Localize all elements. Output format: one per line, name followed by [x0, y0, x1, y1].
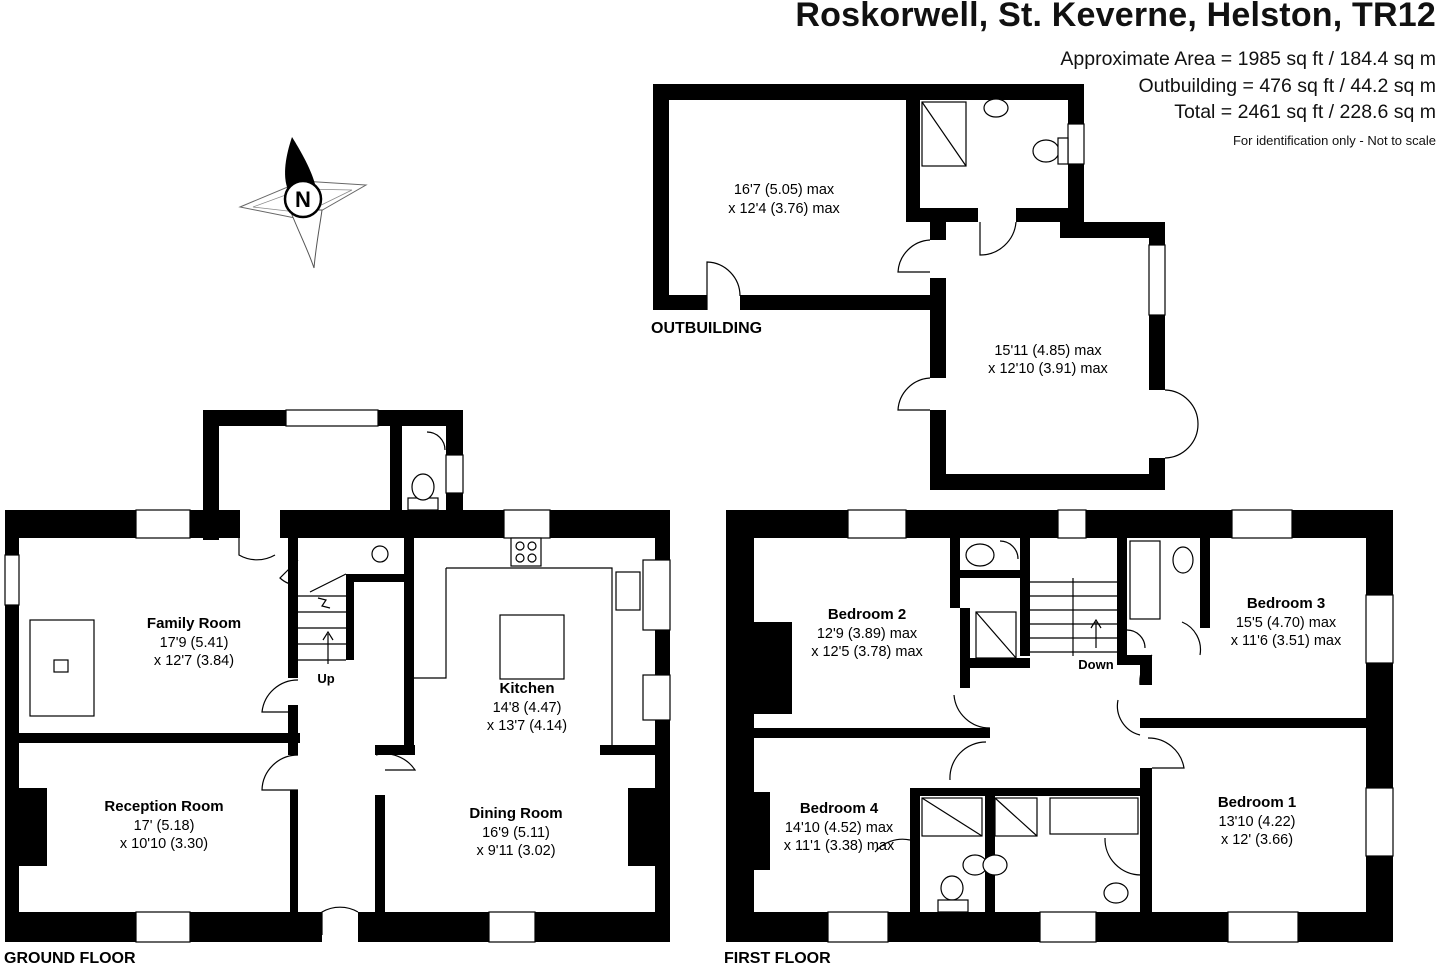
ground-floor-plan: Family Room 17'9 (5.41) x 12'7 (3.84) Re…: [4, 409, 671, 967]
bedroom-1-label: Bedroom 1: [1218, 794, 1296, 811]
bedroom-2-dimension-2: x 12'5 (3.78) max: [811, 644, 923, 660]
outbuilding-plan: 16'7 (5.05) max x 12'4 (3.76) max 15'11 …: [651, 84, 1199, 490]
bedroom-1-dimension-2: x 12' (3.66): [1221, 832, 1293, 848]
bedroom-3-label: Bedroom 3: [1247, 595, 1325, 612]
first-floor-label: FIRST FLOOR: [724, 950, 831, 967]
total-area: Total = 2461 sq ft / 228.6 sq m: [1174, 101, 1436, 123]
disclaimer-note: For identification only - Not to scale: [1232, 133, 1436, 148]
dining-room-label: Dining Room: [469, 805, 562, 822]
first-floor-plan: Bedroom 2 12'9 (3.89) max x 12'5 (3.78) …: [724, 509, 1394, 967]
outbuilding-room-2-dimension-2: x 12'10 (3.91) max: [988, 361, 1108, 377]
reception-room-dimension-2: x 10'10 (3.30): [120, 836, 208, 852]
family-room-dimension-1: 17'9 (5.41): [160, 635, 229, 651]
bedroom-3-dimension-2: x 11'6 (3.51) max: [1231, 633, 1342, 649]
outbuilding-label: OUTBUILDING: [651, 320, 762, 337]
kitchen-label: Kitchen: [499, 680, 554, 697]
dining-room-dimension-1: 16'9 (5.11): [482, 825, 550, 841]
kitchen-dimension-1: 14'8 (4.47): [493, 700, 562, 716]
property-title: Roskorwell, St. Keverne, Helston, TR12: [795, 0, 1436, 34]
outbuilding-area: Outbuilding = 476 sq ft / 44.2 sq m: [1138, 75, 1436, 97]
bedroom-2-dimension-1: 12'9 (3.89) max: [817, 626, 918, 642]
family-room-label: Family Room: [147, 615, 241, 632]
outbuilding-room-1-dimension-2: x 12'4 (3.76) max: [728, 201, 840, 217]
stairs-up-label: Up: [317, 671, 334, 686]
bedroom-1-dimension-1: 13'10 (4.22): [1219, 814, 1296, 830]
ground-floor-label: GROUND FLOOR: [4, 950, 136, 967]
outbuilding-room-2-dimension-1: 15'11 (4.85) max: [994, 343, 1102, 359]
approximate-area: Approximate Area = 1985 sq ft / 184.4 sq…: [1060, 48, 1436, 70]
bedroom-3-dimension-1: 15'5 (4.70) max: [1236, 615, 1337, 631]
reception-room-label: Reception Room: [104, 798, 223, 815]
bedroom-4-dimension-2: x 11'1 (3.38) max: [784, 838, 895, 854]
family-room-dimension-2: x 12'7 (3.84): [154, 653, 234, 669]
dining-room-dimension-2: x 9'11 (3.02): [476, 843, 555, 859]
compass-north-label: N: [295, 187, 311, 212]
north-compass-icon: N: [238, 137, 368, 269]
kitchen-dimension-2: x 13'7 (4.14): [487, 718, 567, 734]
bedroom-2-label: Bedroom 2: [828, 606, 906, 623]
bedroom-4-dimension-1: 14'10 (4.52) max: [785, 820, 894, 836]
stairs-down-label: Down: [1078, 657, 1113, 672]
bedroom-4-label: Bedroom 4: [800, 800, 879, 817]
reception-room-dimension-1: 17' (5.18): [134, 818, 195, 834]
outbuilding-room-1-dimension-1: 16'7 (5.05) max: [734, 182, 835, 198]
